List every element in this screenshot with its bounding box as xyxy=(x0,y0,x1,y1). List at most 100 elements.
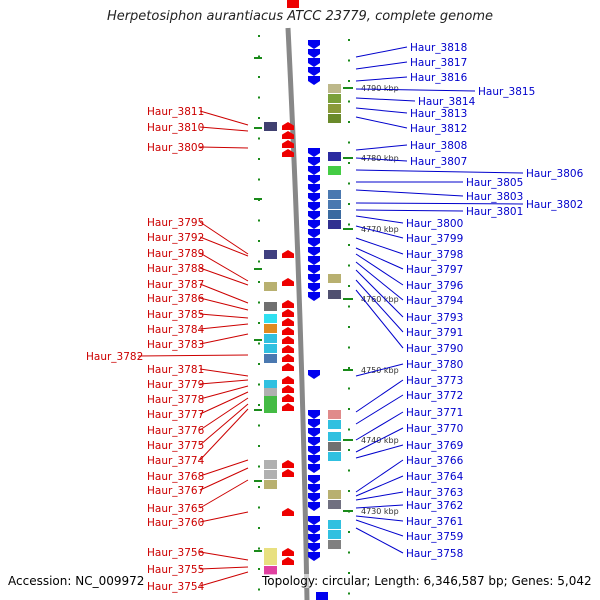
gene-block xyxy=(328,520,341,529)
right-gene-connector xyxy=(355,189,464,197)
forward-gene-arrow xyxy=(282,300,294,308)
forward-gene-arrow xyxy=(282,363,294,371)
right-gene-label: Haur_3771 xyxy=(406,407,463,419)
map-title: Herpetosiphon aurantiacus ATCC 23779, co… xyxy=(106,9,494,24)
reverse-gene-arrow xyxy=(308,229,320,238)
right-gene-label: Haur_3772 xyxy=(406,390,463,402)
left-gene-label: Haur_3809 xyxy=(147,142,204,154)
gene-block xyxy=(328,104,341,113)
gene-block xyxy=(328,166,341,175)
right-gene-connector xyxy=(355,269,404,318)
gene-block xyxy=(328,94,341,103)
gene-block xyxy=(264,334,277,343)
left-gene-label: Haur_3778 xyxy=(147,394,204,406)
gene-block xyxy=(264,250,277,259)
right-gene-label: Haur_3763 xyxy=(406,487,463,499)
reverse-gene-arrow xyxy=(308,428,320,437)
gene-block xyxy=(264,388,277,397)
right-gene-connector xyxy=(355,411,404,441)
right-gene-label: Haur_3793 xyxy=(406,312,463,324)
genome-backbone xyxy=(285,27,310,600)
reverse-gene-arrow xyxy=(308,410,320,419)
gene-block xyxy=(328,84,341,93)
forward-gene-arrow xyxy=(282,354,294,362)
gene-block xyxy=(328,210,341,219)
accession-label: Accession: NC_009972 xyxy=(8,574,145,588)
left-gene-connector xyxy=(199,267,249,286)
gene-block xyxy=(264,480,277,489)
reverse-gene-arrow xyxy=(308,475,320,484)
right-gene-connector xyxy=(355,515,404,522)
reverse-gene-arrow xyxy=(308,283,320,292)
left-gene-connector xyxy=(199,397,249,431)
right-gene-label: Haur_3769 xyxy=(406,440,463,452)
left-gene-connector xyxy=(199,467,249,491)
left-gene-label: Haur_3784 xyxy=(147,324,205,336)
left-gene-connector xyxy=(199,566,249,570)
left-gene-connector xyxy=(137,354,249,357)
gene-block xyxy=(264,122,277,131)
left-gene-label: Haur_3810 xyxy=(147,122,204,134)
gene-block xyxy=(264,396,277,405)
right-gene-label: Haur_3780 xyxy=(406,359,463,371)
topology-label: Topology: circular; Length: 6,346,587 bp… xyxy=(262,574,592,588)
right-gene-label: Haur_3759 xyxy=(406,531,463,543)
reverse-gene-arrow xyxy=(308,220,320,229)
right-gene-label: Haur_3818 xyxy=(410,42,467,54)
gene-block xyxy=(328,452,341,461)
right-gene-connector xyxy=(355,157,408,162)
left-gene-label: Haur_3811 xyxy=(147,106,204,118)
right-gene-connector xyxy=(355,459,404,493)
left-gene-label: Haur_3768 xyxy=(147,471,204,483)
right-gene-connector xyxy=(355,475,404,497)
right-gene-label: Haur_3761 xyxy=(406,516,463,528)
forward-gene-arrow xyxy=(282,376,294,384)
left-gene-connector xyxy=(199,297,249,311)
kbp-label: 4760 kbp xyxy=(361,295,399,304)
left-gene-label: Haur_3792 xyxy=(147,232,204,244)
right-gene-connector xyxy=(355,504,404,509)
right-gene-label: Haur_3762 xyxy=(406,500,463,512)
gene-block xyxy=(264,460,277,469)
reverse-gene-arrow xyxy=(308,493,320,502)
gene-block xyxy=(328,432,341,441)
gene-block xyxy=(264,470,277,479)
right-gene-connector xyxy=(355,46,408,58)
right-gene-connector xyxy=(355,279,404,333)
gene-block xyxy=(264,380,277,389)
right-gene-label: Haur_3770 xyxy=(406,423,463,435)
left-gene-connector xyxy=(199,368,249,377)
reverse-gene-arrow xyxy=(308,238,320,247)
gene-block xyxy=(264,404,277,413)
gene-block xyxy=(328,410,341,419)
left-gene-connector xyxy=(199,408,249,461)
left-gene-label: Haur_3781 xyxy=(147,364,204,376)
gene-block xyxy=(328,490,341,499)
left-gene-label: Haur_3767 xyxy=(147,485,204,497)
forward-gene-arrow xyxy=(282,250,294,258)
right-gene-connector xyxy=(355,209,464,212)
right-gene-connector xyxy=(355,225,404,239)
reverse-gene-arrow xyxy=(308,148,320,157)
reverse-gene-arrow xyxy=(308,370,320,379)
reverse-gene-arrow xyxy=(308,534,320,543)
gene-block xyxy=(328,290,341,299)
left-gene-connector xyxy=(199,571,249,587)
right-gene-connector xyxy=(355,202,524,205)
gene-block xyxy=(328,540,341,549)
gene-block xyxy=(264,566,277,575)
right-gene-label: Haur_3798 xyxy=(406,249,463,261)
forward-gene-arrow xyxy=(282,548,294,556)
left-gene-connector xyxy=(199,221,249,255)
right-gene-label: Haur_3807 xyxy=(410,156,467,168)
left-gene-connector xyxy=(199,323,249,330)
right-gene-connector xyxy=(355,394,404,425)
reverse-gene-arrow xyxy=(308,484,320,493)
reverse-gene-arrow xyxy=(308,256,320,265)
forward-gene-arrow xyxy=(282,278,294,286)
right-gene-label: Haur_3766 xyxy=(406,455,464,467)
left-gene-label: Haur_3795 xyxy=(147,217,204,229)
right-gene-label: Haur_3800 xyxy=(406,218,463,230)
reverse-gene-arrow xyxy=(308,58,320,67)
forward-gene-arrow xyxy=(282,131,294,139)
